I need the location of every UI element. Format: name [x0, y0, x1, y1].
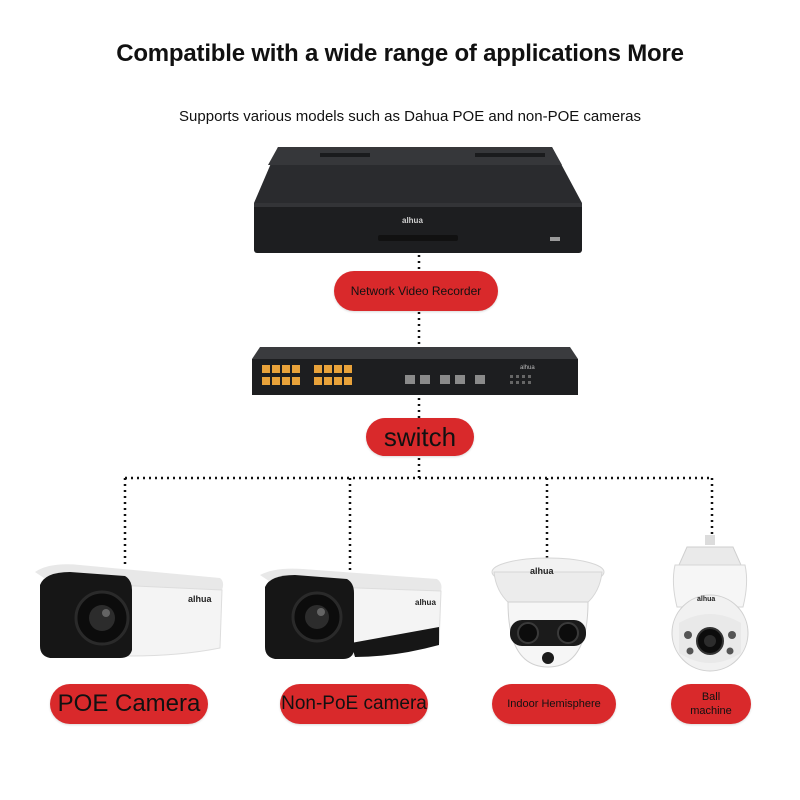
indoor-hemisphere-brand-logo: alhua	[530, 566, 555, 576]
ball-machine-brand-logo: alhua	[697, 596, 715, 603]
ball-machine-device: alhua	[671, 535, 749, 672]
ball-machine-label-line2: machine	[690, 705, 732, 717]
nvr-brand-logo: alhua	[402, 216, 423, 225]
switch-device: alhua	[252, 347, 578, 395]
non-poe-camera-brand-logo: alhua	[415, 598, 436, 607]
indoor-hemisphere-device: alhua	[491, 557, 605, 668]
indoor-hemisphere-label: Indoor Hemisphere	[492, 684, 616, 724]
page-subtitle: Supports various models such as Dahua PO…	[179, 108, 641, 125]
switch-brand-logo: alhua	[520, 365, 535, 371]
nvr-label: Network Video Recorder	[334, 271, 498, 311]
poe-camera-label: POE Camera	[50, 684, 208, 724]
non-poe-camera-device: alhua	[260, 568, 442, 659]
nvr-device: alhua	[254, 147, 582, 253]
poe-camera-device: alhua	[35, 564, 224, 658]
ball-machine-label-line1: Ball	[701, 691, 721, 703]
poe-camera-brand-logo: alhua	[188, 594, 213, 604]
page-title: Compatible with a wide range of applicat…	[116, 40, 684, 67]
switch-label: switch	[366, 418, 474, 456]
ball-machine-label: Ball machine	[671, 684, 751, 724]
non-poe-camera-label: Non-PoE camera	[280, 684, 428, 724]
